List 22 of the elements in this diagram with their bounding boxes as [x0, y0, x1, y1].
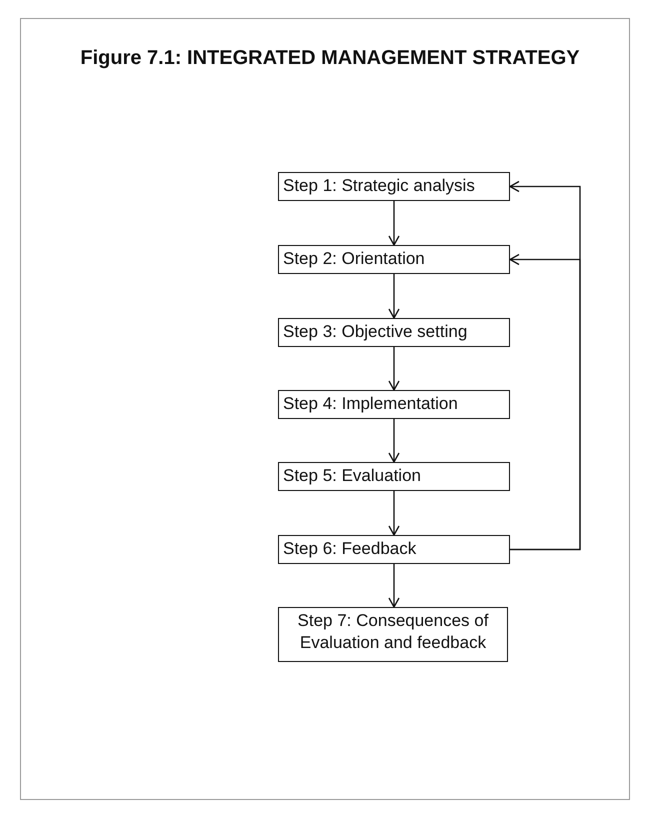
process-box — [278, 245, 510, 274]
process-box — [278, 390, 510, 419]
process-box — [278, 318, 510, 347]
arrow — [388, 564, 400, 608]
arrow — [388, 347, 400, 391]
process-box — [278, 607, 508, 662]
step-label: Step 6: Feedback — [283, 539, 416, 558]
process-box — [278, 172, 510, 201]
step-label: Step 1: Strategic analysis — [283, 176, 475, 195]
arrow — [388, 491, 400, 536]
step-label: Step 4: Implementation — [283, 394, 458, 413]
arrow — [388, 419, 400, 463]
step-label: Step 5: Evaluation — [283, 466, 421, 485]
figure-title: Figure 7.1: INTEGRATED MANAGEMENT STRATEGY — [79, 46, 581, 70]
arrow — [388, 201, 400, 246]
step-label: Step 3: Objective setting — [283, 322, 468, 341]
process-box — [278, 462, 510, 491]
process-box — [278, 535, 510, 564]
feedback-arrow — [509, 254, 581, 550]
arrow — [388, 274, 400, 319]
step-label: Step 7: Consequences of Evaluation and feedback — [298, 611, 488, 652]
step-label: Step 2: Orientation — [283, 249, 425, 268]
